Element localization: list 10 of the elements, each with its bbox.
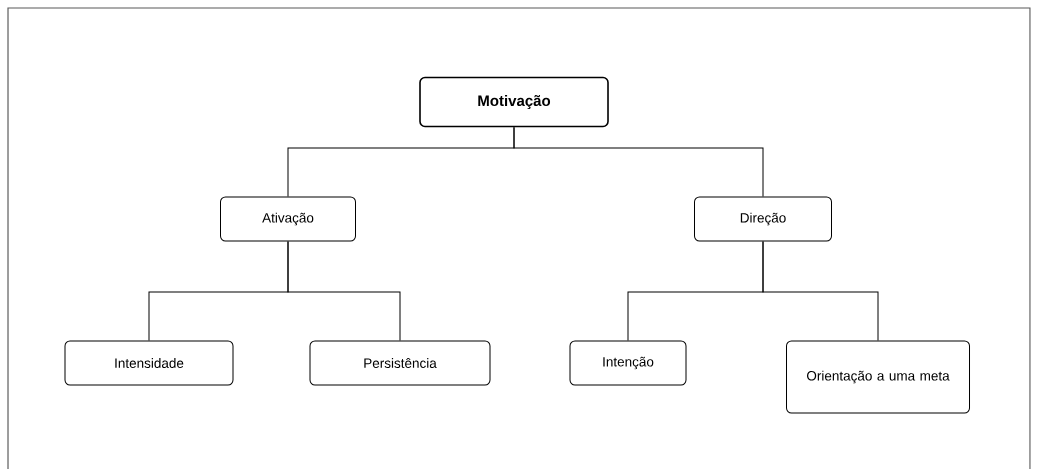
box: Intensidade [64, 340, 234, 386]
box: Ativação [220, 196, 356, 242]
connector [762, 241, 879, 341]
box: Persistência [309, 340, 491, 386]
box: Intenção [569, 340, 687, 386]
connector [513, 126, 764, 197]
box: Motivação [419, 76, 609, 128]
box: Orientação a uma meta [786, 340, 970, 414]
box: Direção [694, 196, 832, 242]
connector [287, 241, 401, 341]
